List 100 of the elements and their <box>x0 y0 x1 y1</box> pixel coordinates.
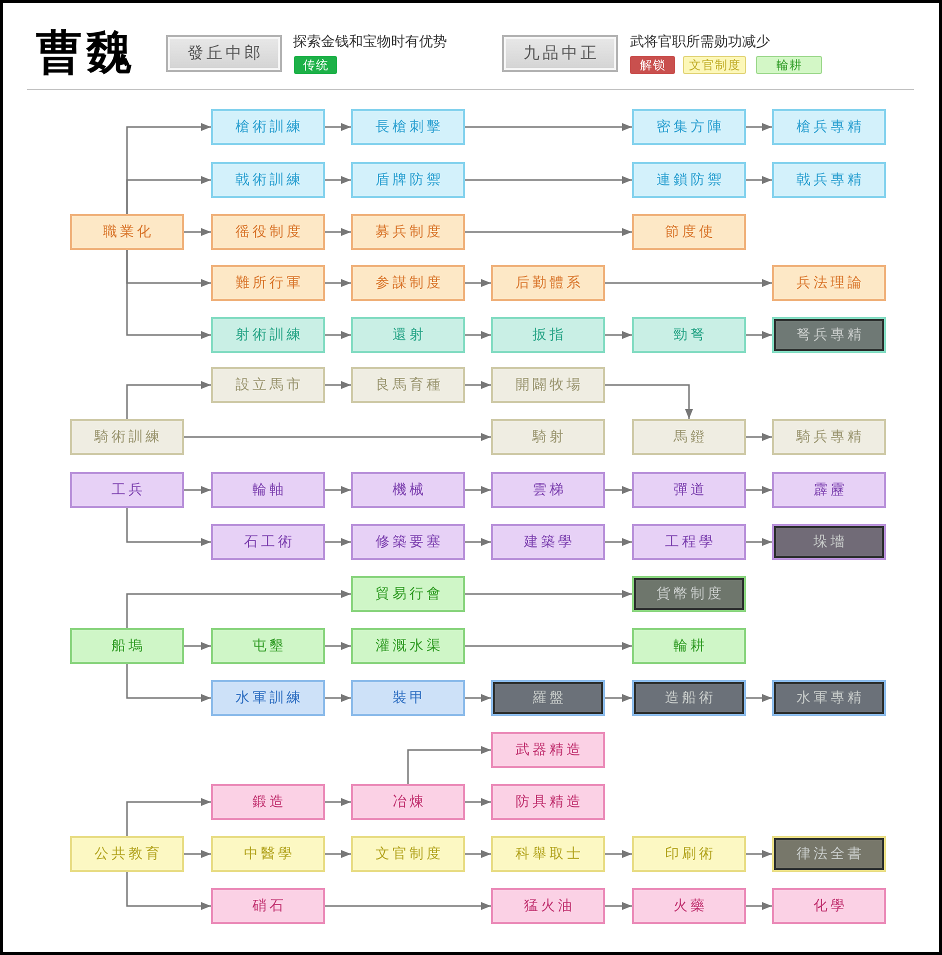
tag-badge: 传统 <box>294 56 337 74</box>
arrow <box>325 694 351 702</box>
tech-box: 職業化 <box>70 214 184 250</box>
arrow <box>465 642 632 650</box>
arrow <box>325 850 351 858</box>
arrow <box>325 538 351 546</box>
tech-box: 戟術訓練 <box>211 162 325 198</box>
arrow <box>325 228 351 236</box>
locked-tech-box: 弩兵專精 <box>772 317 886 353</box>
tech-box: 建築學 <box>491 524 605 560</box>
locked-tech-box: 水軍專精 <box>772 680 886 716</box>
arrow <box>746 176 772 184</box>
tech-box: 后勤體系 <box>491 265 605 301</box>
arrow <box>325 176 351 184</box>
arrow <box>325 486 351 494</box>
tech-box: 火藥 <box>632 888 746 924</box>
tech-box: 猛火油 <box>491 888 605 924</box>
tech-box: 工兵 <box>70 472 184 508</box>
tech-box: 防具精造 <box>491 784 605 820</box>
arrow <box>126 798 211 836</box>
tech-box: 灌溉水渠 <box>351 628 465 664</box>
arrow <box>184 850 211 858</box>
tech-box: 石工術 <box>211 524 325 560</box>
title: 曹魏 <box>36 24 136 80</box>
tech-box: 徭役制度 <box>211 214 325 250</box>
tech-box: 参謀制度 <box>351 265 465 301</box>
tech-box: 文官制度 <box>351 836 465 872</box>
arrow <box>465 486 491 494</box>
tech-box: 修築要塞 <box>351 524 465 560</box>
arrow <box>605 902 632 910</box>
tech-box: 貿易行會 <box>351 576 465 612</box>
tech-box: 射術訓練 <box>211 317 325 353</box>
tech-box: 扳指 <box>491 317 605 353</box>
arrow <box>465 694 491 702</box>
arrow <box>465 331 491 339</box>
arrow <box>407 746 491 784</box>
tech-box: 鍛造 <box>211 784 325 820</box>
tech-box: 節度使 <box>632 214 746 250</box>
arrow <box>325 902 491 910</box>
arrow <box>605 331 632 339</box>
arrow <box>465 176 632 184</box>
locked-tech-box: 貨幣制度 <box>632 576 746 612</box>
arrow <box>465 381 491 389</box>
tech-box: 長槍刺擊 <box>351 109 465 145</box>
arrow <box>746 486 772 494</box>
arrow <box>465 850 491 858</box>
arrow <box>465 590 632 598</box>
locked-tech-box: 律法全書 <box>772 836 886 872</box>
tech-box: 槍術訓練 <box>211 109 325 145</box>
arrow <box>325 331 351 339</box>
description-text: 武将官职所需勋功减少 <box>630 33 770 51</box>
arrow <box>126 250 211 339</box>
tech-box: 還射 <box>351 317 465 353</box>
arrow <box>126 664 211 702</box>
arrow <box>746 850 772 858</box>
arrow <box>184 433 491 441</box>
tech-box: 設立馬市 <box>211 367 325 403</box>
arrow <box>126 381 211 419</box>
policy-button: 發丘中郎 <box>166 35 282 72</box>
tech-box: 化學 <box>772 888 886 924</box>
arrow <box>605 384 693 419</box>
arrow <box>605 694 632 702</box>
arrow <box>465 798 491 806</box>
tech-box: 良馬育種 <box>351 367 465 403</box>
description-text: 探索金钱和宝物时有优势 <box>293 33 447 51</box>
tech-box: 密集方陣 <box>632 109 746 145</box>
policy-button: 九品中正 <box>502 35 618 72</box>
tech-box: 工程學 <box>632 524 746 560</box>
tech-box: 戟兵專精 <box>772 162 886 198</box>
tech-box: 裝甲 <box>351 680 465 716</box>
arrow <box>605 279 772 287</box>
tech-box: 武器精造 <box>491 732 605 768</box>
arrow <box>746 433 772 441</box>
arrow <box>325 798 351 806</box>
arrow <box>126 508 211 546</box>
tech-box: 輪耕 <box>632 628 746 664</box>
tech-box: 彈道 <box>632 472 746 508</box>
tech-box: 公共教育 <box>70 836 184 872</box>
tech-box: 科舉取士 <box>491 836 605 872</box>
arrow <box>325 279 351 287</box>
tech-box: 難所行軍 <box>211 265 325 301</box>
arrow <box>746 694 772 702</box>
arrow <box>325 642 351 650</box>
tech-box: 募兵制度 <box>351 214 465 250</box>
tech-box: 盾牌防禦 <box>351 162 465 198</box>
arrow <box>465 538 491 546</box>
tech-box: 馬鐙 <box>632 419 746 455</box>
tag-badge: 解锁 <box>630 56 675 74</box>
locked-tech-box: 羅盤 <box>491 680 605 716</box>
arrow <box>325 381 351 389</box>
arrow <box>465 279 491 287</box>
arrow <box>465 123 632 131</box>
arrow <box>746 902 772 910</box>
arrow <box>184 228 211 236</box>
arrow <box>184 642 211 650</box>
tech-box: 騎兵專精 <box>772 419 886 455</box>
tech-box: 雲梯 <box>491 472 605 508</box>
arrow <box>746 538 772 546</box>
arrow <box>605 486 632 494</box>
tech-box: 霹靂 <box>772 472 886 508</box>
